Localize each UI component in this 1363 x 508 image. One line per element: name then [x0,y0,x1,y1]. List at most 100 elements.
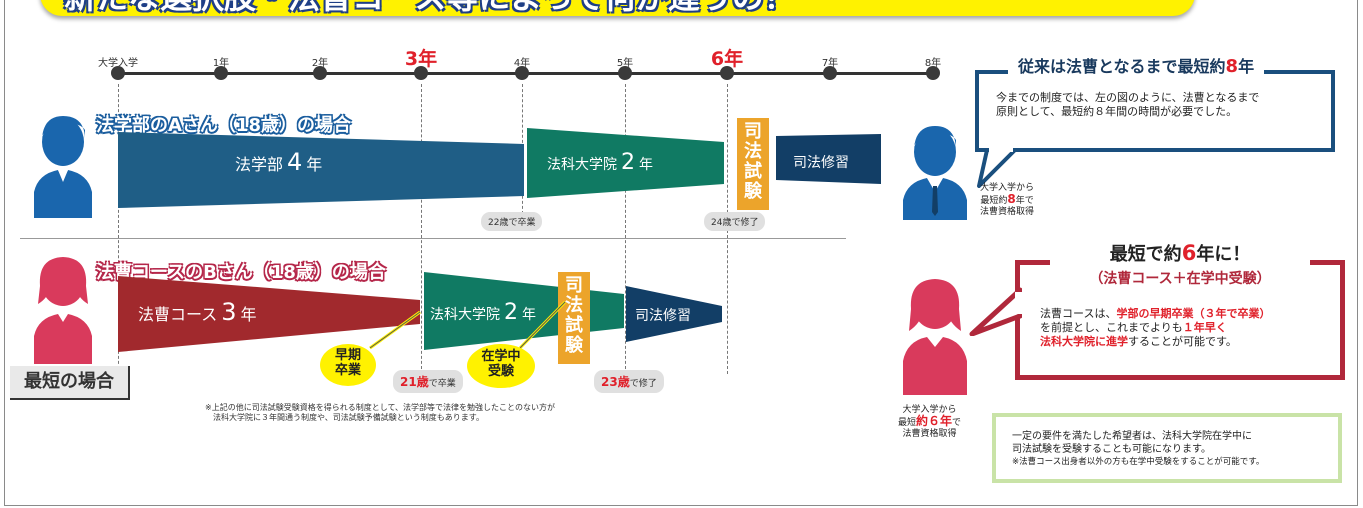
pill-b2: 23歳で修了 [594,370,664,393]
box2-title-num: 6 [1181,241,1197,265]
box2-l3-post: することが可能です。 [1128,335,1237,348]
bubble-pointers [369,300,567,350]
cap-a-l1: 大学入学から [980,183,1035,193]
banner-title: 新たな選択肢・法曹コース等によって何が違うの？ [64,0,796,16]
pill-a2: 24歳で修了 [704,212,766,231]
box1-title-num: 8 [1225,56,1239,77]
box3-l2: 司法試験を受験することも可能になります。 [1012,444,1211,455]
exam-b-c3: 試 [565,315,583,336]
exam-a-c4: 験 [744,181,762,202]
person-b-icon [34,257,92,364]
timeline-dot [926,66,940,80]
caption-a: 大学入学から 最短約8年で 法曹資格取得 [980,183,1034,218]
bar-hogakubu [118,132,524,208]
row-divider [20,238,846,239]
seg-a1-num: 4 [287,148,303,176]
timeline-dot [313,66,327,80]
seg-a3-label: 司法修習 [793,155,849,171]
person-b-graduate-icon [903,279,967,395]
cap-b-l2-red: 約６年 [916,414,953,428]
seg-a2-num: 2 [621,150,635,175]
box2-title-mid: 年 [1196,244,1215,265]
person-a-bars [118,128,881,208]
shortest-case-label: 最短の場合 [10,366,130,400]
guide-line-5y [625,84,626,374]
bubble2-l1: 在学中 [481,349,521,364]
seg-b1-num: 3 [221,298,237,326]
pill-b1-num: 21歳 [400,375,429,389]
box2-l1-red: 学部の早期卒業（３年で卒業） [1116,307,1271,320]
timeline-label: 大学入学 [98,58,138,69]
seg-b1-name: 法曹コース [138,305,218,324]
box2-title-pre: 最短で約 [1109,244,1182,265]
exam-a: 司 法 試 験 [737,118,769,210]
page-frame [4,0,1358,506]
box1-pointer [977,148,1017,188]
exam-b-c4: 験 [565,335,583,356]
cap-a-l3: 法曹資格取得 [980,207,1035,217]
pill-a2-num: 24 [711,218,723,228]
box2-l2-pre: を前提とし、これまでよりも [1040,321,1183,334]
exam-a-c3: 試 [744,161,762,182]
box2-pointer [969,287,1022,336]
bar-shiho-shushu-a [776,134,881,184]
box2-l1-pre: 法曹コースは、 [1040,307,1117,320]
box2-title: 最短で約6年に！ [1050,240,1310,266]
timeline-dot [515,66,529,80]
exam-a-c2: 法 [744,141,762,162]
pill-a2-text: 歳で修了 [722,218,759,228]
guide-line-3y [421,84,422,374]
box2-title-post: に！ [1214,244,1251,265]
pill-b1-text: で卒業 [428,379,456,389]
bubble-early-graduation: 早期 卒業 [320,344,376,386]
cap-b-l2-pre: 最短 [898,418,917,428]
person-a-label: 法学部のAさん（18歳）の場合 [96,115,351,136]
seg-b2-unit: 年 [522,307,536,323]
pill-a1-text: 歳で卒業 [499,218,536,228]
seg-a2-unit: 年 [639,157,653,173]
timeline-label: 8年 [924,58,942,69]
bubble1-l2: 卒業 [334,363,361,378]
box2-body: 法曹コースは、学部の早期卒業（３年で卒業） を前提とし、これまでよりも１年早く … [1040,307,1270,349]
cap-a-l2-pre: 最短約 [980,196,1008,206]
seg-a1-unit: 年 [306,155,323,174]
box1-body-l2: 原則として、最短約８年間の時間が必要でした。 [996,105,1238,118]
timeline-dot [111,66,125,80]
box3-l1: 一定の要件を満たした希望者は、法科大学院在学中に [1012,431,1252,442]
timeline-label: 3年 [404,48,438,70]
exam-b: 司 法 試 験 [558,272,590,364]
seg-b2-num: 2 [504,300,518,325]
timeline-label: 6年 [710,48,744,70]
pill-b2-text: で修了 [629,379,657,389]
footnote: ※上記の他に司法試験受験資格を得られる制度として、法学部等で法律を勉強したことの… [205,403,555,423]
timeline-label: 2年 [311,58,329,69]
timeline-label: 7年 [821,58,839,69]
box3-body: 一定の要件を満たした希望者は、法科大学院在学中に 司法試験を受験することも可能に… [1012,430,1264,469]
exam-a-c1: 司 [744,121,762,142]
footnote-l1: ※上記の他に司法試験受験資格を得られる制度として、法学部等で法律を勉強したことの… [205,403,555,412]
seg-b2-name: 法科大学院 [430,307,500,323]
timeline-dot [414,66,428,80]
timeline-dot [618,66,632,80]
box1-title-pre: 従来は法曹となるまで最短約 [1018,57,1226,76]
box2-l2-red: １年早く [1182,321,1227,334]
cap-b-l1: 大学入学から [902,405,957,415]
box2-subtitle: （法曹コース＋在学中受験） [1089,271,1271,287]
bubble-exam-while-enrolled: 在学中 受験 [467,344,535,388]
pill-b1: 21歳で卒業 [393,370,463,393]
seg-a1-name: 法学部 [235,155,284,174]
seg-a2-name: 法科大学院 [547,157,617,173]
pill-a1-num: 22 [488,218,500,228]
box1-title-post: 年 [1238,57,1255,76]
guide-line-start [118,84,119,374]
pill-a1: 22歳で卒業 [481,212,543,231]
timeline-label: 4年 [513,58,531,69]
timeline-label: 5年 [616,58,634,69]
person-b-label: 法曹コースのBさん（18歳）の場合 [96,262,386,283]
timeline-dot [720,66,734,80]
footnote-l2: 法科大学院に３年間通う制度や、司法試験予備試験という制度もあります。 [205,413,484,422]
bar-hokadaigakuin-b-tail [580,298,624,328]
person-a-graduate-icon [903,126,967,220]
